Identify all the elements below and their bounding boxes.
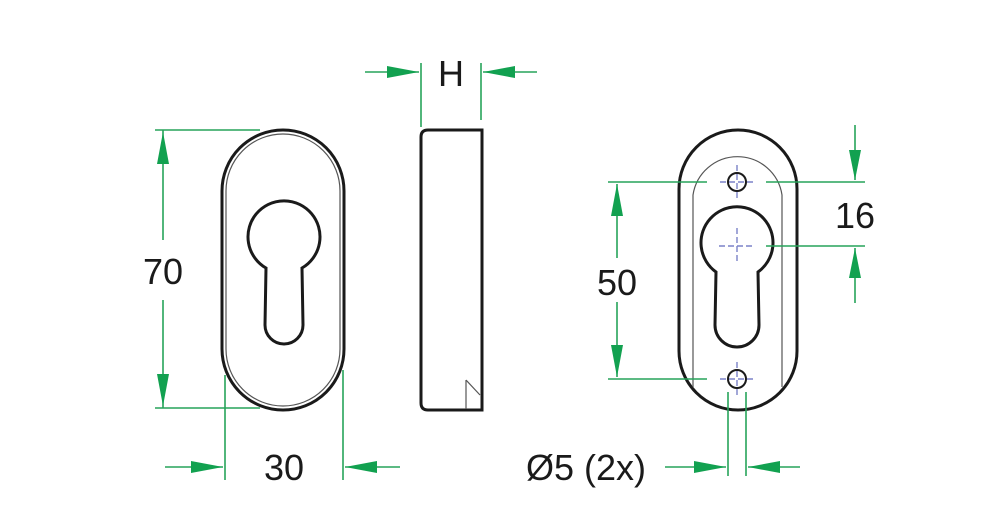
arrow-up xyxy=(157,132,169,164)
arrow-down xyxy=(157,374,169,406)
arrow-down xyxy=(849,150,861,180)
arrow-right xyxy=(191,461,223,473)
arrow-up xyxy=(849,248,861,278)
dimension-70: 70 xyxy=(143,129,260,409)
dimension-label-diameter: Ø5 (2x) xyxy=(526,447,646,488)
center-marks xyxy=(719,165,755,396)
dimension-hole-diameter: Ø5 (2x) xyxy=(526,392,800,488)
arrow-right xyxy=(694,461,726,473)
dimension-label-h: H xyxy=(438,53,464,94)
side-outline xyxy=(419,128,484,412)
arrow-left xyxy=(345,461,377,473)
arrow-up xyxy=(611,184,623,216)
dimension-label-30: 30 xyxy=(264,447,304,488)
dimension-30: 30 xyxy=(165,370,400,488)
escutcheon-outline xyxy=(220,128,346,412)
dimension-16: 16 xyxy=(766,125,875,303)
dimension-label-70: 70 xyxy=(143,251,183,292)
dimension-h: H xyxy=(365,53,537,127)
dimension-label-50: 50 xyxy=(597,262,637,303)
front-view-screw-holes xyxy=(677,128,799,412)
dimension-label-16: 16 xyxy=(835,195,875,236)
escutcheon-outline xyxy=(677,128,799,412)
side-view xyxy=(419,128,484,412)
arrow-left xyxy=(748,461,780,473)
arrow-right xyxy=(387,66,419,78)
arrow-down xyxy=(611,345,623,377)
profile-cylinder-cutout xyxy=(246,199,322,346)
screw-hole-top xyxy=(727,172,747,192)
escutcheon-inner-edge xyxy=(225,133,341,407)
screw-hole-bottom xyxy=(727,369,747,389)
arrow-left xyxy=(483,66,515,78)
front-view-plain xyxy=(220,128,346,412)
dimension-50: 50 xyxy=(597,181,865,380)
profile-cylinder-cutout xyxy=(699,205,775,349)
